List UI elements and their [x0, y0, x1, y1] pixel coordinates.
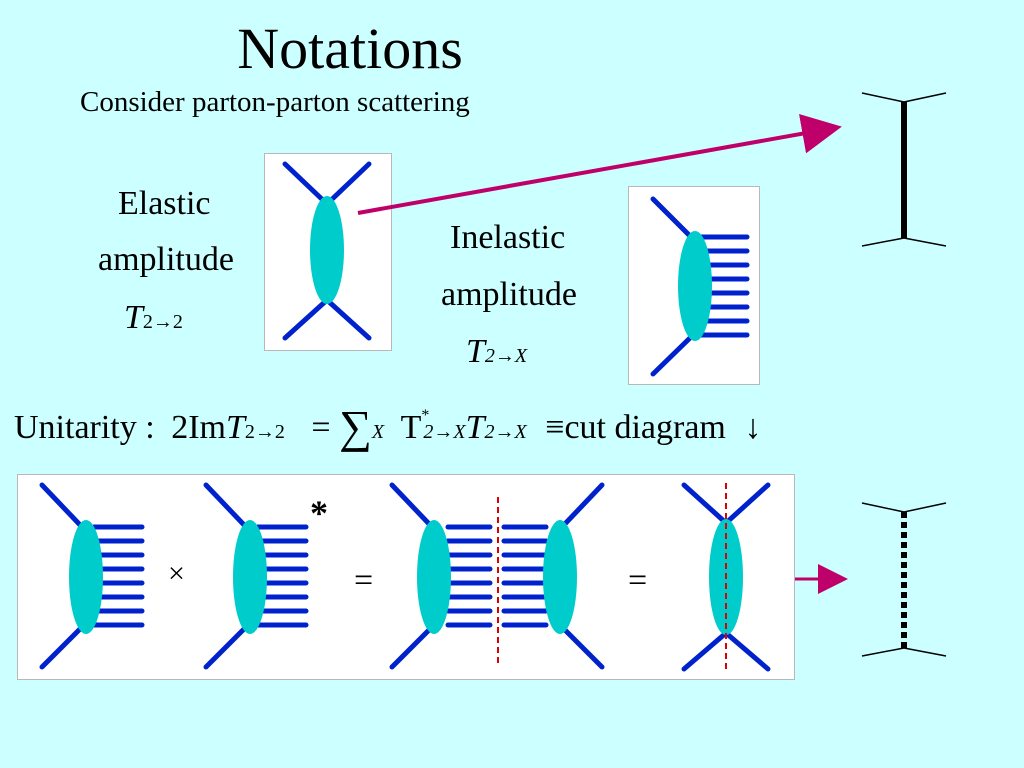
- amplitude-blob: [678, 231, 712, 341]
- incoming-parton-top: [650, 196, 694, 240]
- inelastic-symbol: T2→X: [466, 332, 527, 376]
- unitarity-equation: Unitarity : 2ImT2→2 = ∑X T*2→XT2→X ≡cut …: [14, 400, 761, 453]
- elastic-label-line2: amplitude: [98, 241, 234, 278]
- amplitude-blob: [233, 520, 267, 634]
- lhs-symbol: T: [225, 409, 245, 446]
- elastic-arrow: [357, 113, 842, 215]
- amplitude-blob: [417, 520, 451, 634]
- t-conj: T: [400, 409, 422, 446]
- cut-product-diagram: [389, 482, 605, 670]
- t-conj-sup: *: [421, 407, 430, 424]
- inelastic-symbol-t: T: [466, 333, 485, 370]
- cut-diagram-panel: × * =: [17, 474, 795, 680]
- inelastic-diagram-panel: [628, 186, 760, 385]
- t-conj-sub: 2→X: [423, 421, 466, 443]
- exchange-diagram-solid: [861, 92, 947, 247]
- elastic-symbol-t: T: [124, 299, 143, 336]
- elastic-symbol: T2→2: [124, 298, 183, 342]
- down-arrow: ↓: [744, 409, 762, 446]
- cut-diagram: × * =: [39, 482, 771, 672]
- elastic-diagram-panel: [264, 153, 392, 351]
- t2-symbol: T: [465, 409, 485, 446]
- sum-sign: ∑: [339, 401, 372, 452]
- elastic-symbol-sub: 2→2: [142, 311, 183, 333]
- t2-sub: 2→X: [484, 421, 527, 443]
- exchange-diagram-cut: [861, 502, 947, 657]
- amplitude-blob: [69, 520, 103, 634]
- incoming-parton-right: [324, 161, 372, 207]
- page-title: Notations: [237, 16, 463, 81]
- incoming-parton-bottom: [650, 334, 694, 377]
- conjugate-blob: [543, 520, 577, 634]
- conjugate-mark: *: [310, 493, 328, 533]
- inelastic-diagram: [650, 196, 750, 377]
- elastic-diagram: [282, 161, 372, 341]
- outgoing-parton-right: [324, 297, 372, 341]
- amplitude-blob: [310, 196, 344, 304]
- equiv-sign: ≡: [545, 409, 565, 446]
- subtitle: Consider parton-parton scattering: [80, 86, 470, 118]
- unitarity-label: Unitarity :: [14, 409, 155, 446]
- lhs-sub: 2→2: [244, 421, 285, 443]
- inelastic-label-line1: Inelastic: [450, 219, 566, 256]
- inelastic-symbol-sub: 2→X: [484, 345, 528, 367]
- outgoing-parton-left: [282, 297, 330, 341]
- conjugate-amplitude-diagram: [203, 482, 309, 670]
- equals-2: =: [628, 562, 647, 599]
- equals-1: =: [354, 562, 373, 599]
- sum-sub: X: [371, 421, 385, 443]
- cut-elastic-diagram: [681, 482, 771, 672]
- rhs-text: cut diagram: [564, 409, 726, 446]
- equals-sign: =: [311, 409, 331, 446]
- lhs-prefix: 2Im: [171, 409, 226, 446]
- times-sign: ×: [168, 557, 185, 590]
- elastic-label-line1: Elastic: [118, 185, 211, 222]
- incoming-parton-left: [282, 161, 330, 207]
- inelastic-label-line2: amplitude: [441, 276, 577, 313]
